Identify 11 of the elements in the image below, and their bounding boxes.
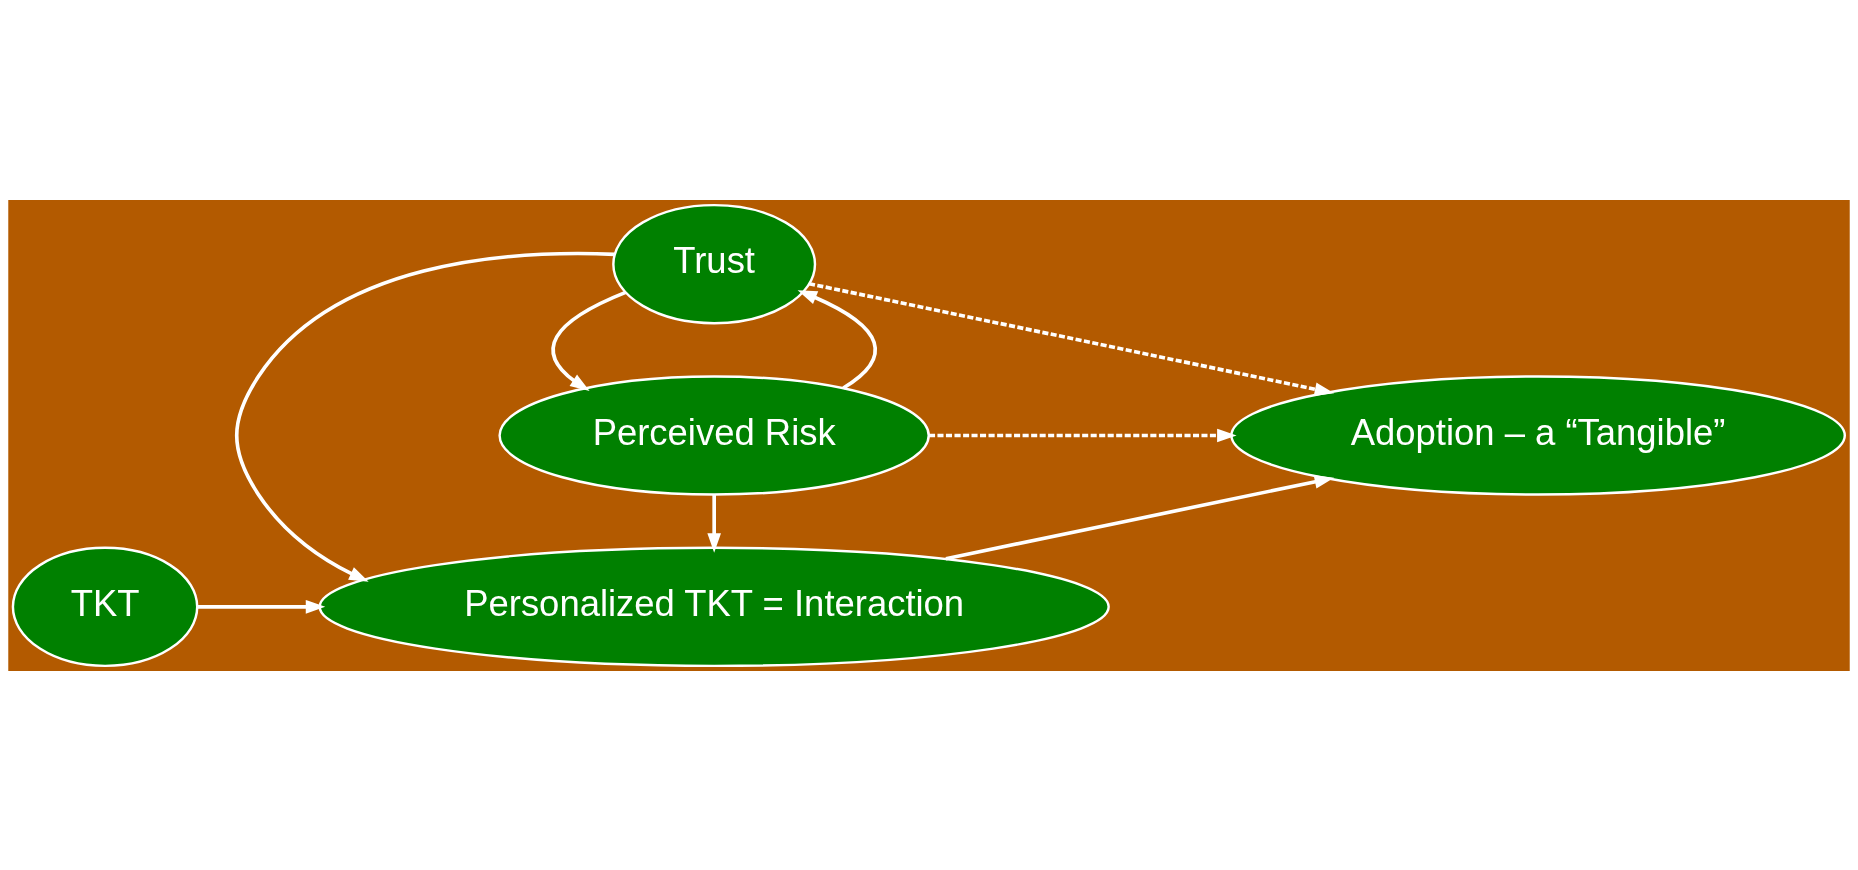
arrow bbox=[235, 251, 615, 582]
arrow bbox=[945, 474, 1335, 561]
arrow bbox=[551, 290, 627, 391]
arrow bbox=[808, 281, 1335, 396]
arrow bbox=[197, 599, 326, 614]
arrow bbox=[929, 428, 1237, 442]
node-ellipse: Personalized TKT = Interaction bbox=[318, 546, 1110, 667]
node-ellipse: Adoption – a “Tangible” bbox=[1230, 374, 1846, 496]
arrow bbox=[707, 494, 721, 553]
node-ellipse: TKT bbox=[11, 546, 199, 667]
arrow bbox=[797, 289, 877, 389]
